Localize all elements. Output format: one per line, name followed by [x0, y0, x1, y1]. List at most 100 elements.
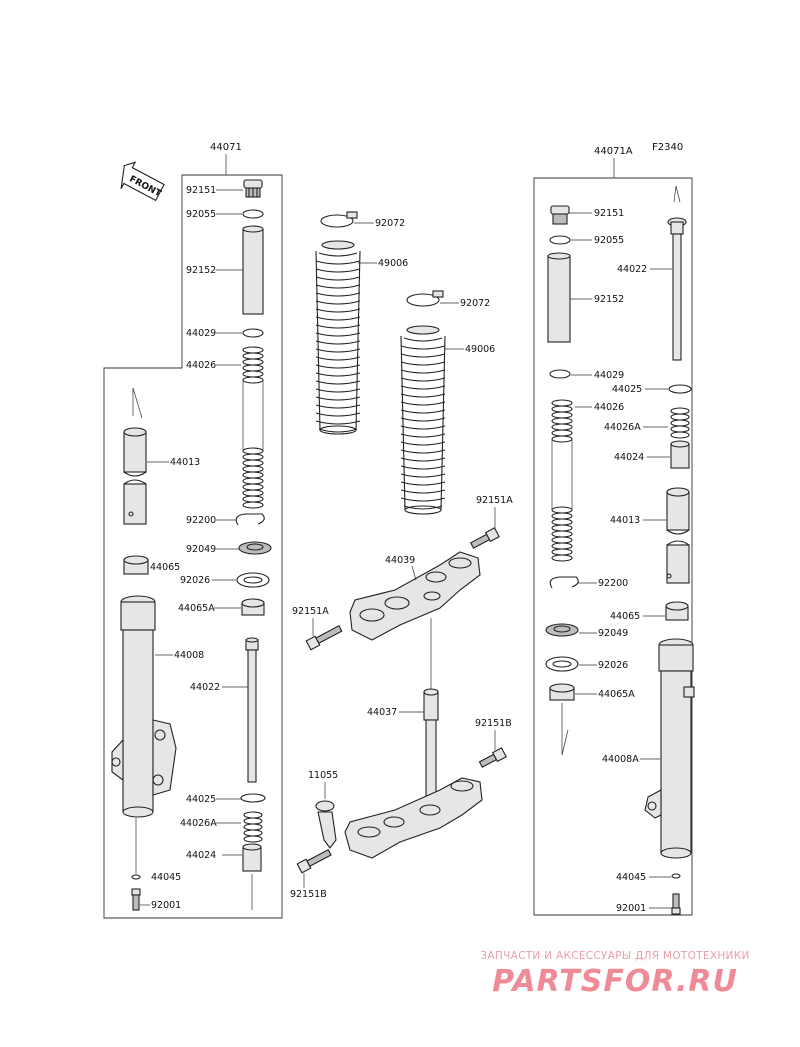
center-label-44039: 44039: [385, 555, 415, 566]
right-label-44025: 44025: [612, 384, 642, 395]
left-collar-92152: [242, 225, 264, 315]
left-label-44065: 44065: [150, 562, 180, 573]
right-label-92200: 92200: [598, 578, 628, 589]
right-label-92055: 92055: [594, 235, 624, 246]
left-label-44025: 44025: [186, 794, 216, 805]
right-spring-44026A: [670, 407, 690, 439]
right-label-92049: 92049: [598, 628, 628, 639]
center-label-44037: 44037: [367, 707, 397, 718]
right-label-44029: 44029: [594, 370, 624, 381]
right-washer-44025: [668, 384, 692, 394]
watermark-brand: PARTSFOR.RU: [492, 964, 738, 999]
left-label-44045: 44045: [151, 872, 181, 883]
center-dust-boot-49006-b: [400, 325, 446, 515]
right-label-44026: 44026: [594, 402, 624, 413]
center-clamp-92072-b: [406, 290, 444, 307]
right-label-44013: 44013: [610, 515, 640, 526]
center-steering-stem-44037: [344, 688, 483, 859]
center-label-92151B-right: 92151B: [475, 718, 512, 729]
left-label-44029: 44029: [186, 328, 216, 339]
center-clamp-92072-a: [320, 211, 358, 228]
center-bolt-92151B-right: [478, 747, 507, 768]
left-label-92049: 92049: [186, 544, 216, 555]
left-outer-tube-44008: [111, 595, 177, 818]
left-washer-44025: [240, 793, 266, 803]
center-label-11055: 11055: [308, 770, 338, 781]
center-bolt-92151A-lower: [305, 625, 343, 651]
right-bushing-44065: [665, 601, 689, 621]
right-clip-92200: [549, 576, 579, 589]
front-direction-arrow: FRONT: [120, 161, 165, 202]
site-watermark: ЗАПЧАСТИ И АКСЕССУАРЫ ДЛЯ МОТОТЕХНИКИ PA…: [440, 950, 790, 999]
center-label-92151B-left: 92151B: [290, 889, 327, 900]
left-clip-92200: [235, 513, 265, 526]
right-label-44024: 44024: [614, 452, 644, 463]
left-label-44026: 44026: [186, 360, 216, 371]
left-bolt-92001: [131, 888, 141, 911]
right-washer-44029: [549, 369, 571, 379]
right-label-44065A: 44065A: [598, 689, 635, 700]
right-piston-rod-44022: [667, 185, 687, 361]
right-collar-92152: [547, 252, 571, 343]
left-bushing-44065A: [241, 598, 265, 616]
right-assembly-frame: [533, 177, 693, 916]
center-bolt-92151B-left: [296, 848, 332, 874]
right-spacer-44024: [670, 440, 690, 469]
figure-code: F2340: [652, 142, 683, 153]
center-label-92151A-lower: 92151A: [292, 606, 329, 617]
right-label-44065: 44065: [610, 611, 640, 622]
left-assembly-frame: [103, 174, 283, 919]
left-label-92151: 92151: [186, 185, 216, 196]
left-spring-44026A: [243, 811, 263, 843]
left-washer-44029: [242, 328, 264, 338]
left-oil-seal-92049: [238, 541, 272, 555]
left-label-92200: 92200: [186, 515, 216, 526]
right-label-44008A: 44008A: [602, 754, 639, 765]
right-label-92152: 92152: [594, 294, 624, 305]
right-assembly-number: 44071A: [594, 146, 633, 157]
left-o-ring-92055: [242, 209, 264, 219]
watermark-subtitle: ЗАПЧАСТИ И АКСЕССУАРЫ ДЛЯ МОТОТЕХНИКИ: [480, 950, 750, 962]
center-dust-boot-49006-a: [315, 240, 361, 435]
left-label-44022: 44022: [190, 682, 220, 693]
right-label-92151: 92151: [594, 208, 624, 219]
right-bushing-44065A: [549, 683, 575, 701]
right-cylinder-44013: [666, 487, 690, 584]
left-label-92152: 92152: [186, 265, 216, 276]
left-washer-92026: [236, 572, 270, 588]
center-bolt-92151A-upper: [469, 527, 500, 549]
front-label: FRONT: [127, 174, 163, 199]
left-label-44026A: 44026A: [180, 818, 217, 829]
left-label-92055: 92055: [186, 209, 216, 220]
left-cap-bolt-92151: [243, 179, 263, 198]
left-gasket-44045: [131, 874, 141, 880]
right-outer-tube-44008A: [644, 638, 695, 859]
left-label-44024: 44024: [186, 850, 216, 861]
left-spacer-44024: [242, 843, 262, 872]
right-washer-92026: [545, 656, 579, 672]
right-oil-seal-92049: [545, 623, 579, 637]
left-label-44008: 44008: [174, 650, 204, 661]
center-upper-bracket-44039: [349, 551, 481, 641]
left-assembly-number: 44071: [210, 142, 242, 153]
right-label-92001: 92001: [616, 903, 646, 914]
center-bracket-11055: [315, 800, 337, 849]
right-label-92026: 92026: [598, 660, 628, 671]
right-label-44022: 44022: [617, 264, 647, 275]
right-label-44026A: 44026A: [604, 422, 641, 433]
left-label-92001: 92001: [151, 900, 181, 911]
left-label-44065A: 44065A: [178, 603, 215, 614]
right-gasket-44045: [671, 873, 681, 879]
center-label-92151A-upper: 92151A: [476, 495, 513, 506]
left-label-92026: 92026: [180, 575, 210, 586]
left-label-44013: 44013: [170, 457, 200, 468]
right-cap-bolt-92151: [550, 205, 570, 225]
center-label-92072-a: 92072: [375, 218, 405, 229]
center-label-92072-b: 92072: [460, 298, 490, 309]
right-bolt-92001: [671, 893, 681, 915]
right-label-44045: 44045: [616, 872, 646, 883]
right-spring-44026: [551, 399, 573, 562]
left-piston-rod-44022: [245, 637, 259, 783]
